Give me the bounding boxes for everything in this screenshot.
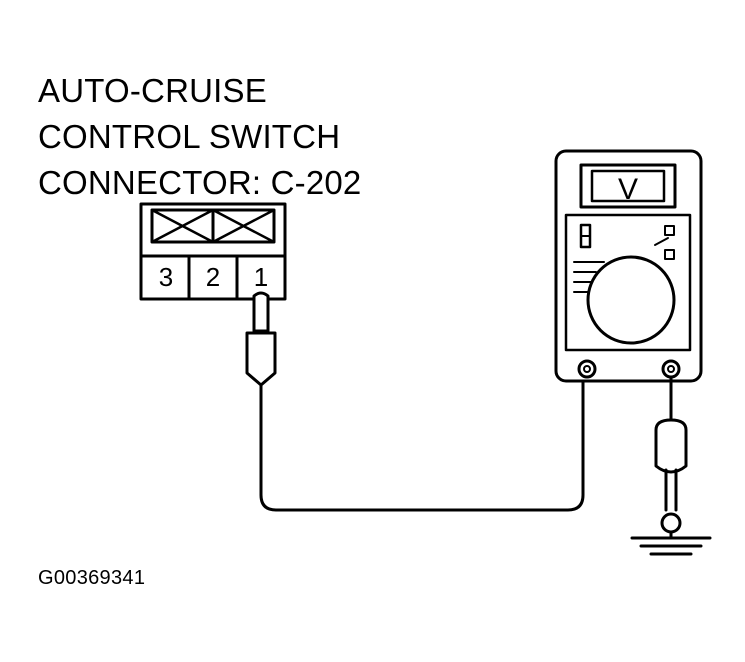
positive-probe xyxy=(245,291,277,387)
title-line-2: CONTROL SWITCH xyxy=(38,118,341,155)
test-lead-wire xyxy=(259,370,585,512)
pin-label-3: 3 xyxy=(159,262,173,292)
connector-title: AUTO-CRUISE CONTROL SWITCH CONNECTOR: C-… xyxy=(38,68,361,206)
connector-c202: 3 2 1 xyxy=(139,202,287,301)
multimeter: V xyxy=(554,149,703,383)
pin-label-1: 1 xyxy=(254,262,268,292)
title-line-1: AUTO-CRUISE xyxy=(38,72,267,109)
selector-dial xyxy=(586,255,676,345)
connector-body xyxy=(139,202,287,301)
figure-id: G00369341 xyxy=(38,567,146,589)
pin-label-2: 2 xyxy=(206,262,220,292)
com-jack xyxy=(577,359,597,379)
v-jack xyxy=(661,359,681,379)
title-line-3: CONNECTOR: C-202 xyxy=(38,164,362,201)
ground-probe xyxy=(654,375,688,539)
ground-icon xyxy=(630,536,712,556)
display-symbol: V xyxy=(618,173,638,206)
